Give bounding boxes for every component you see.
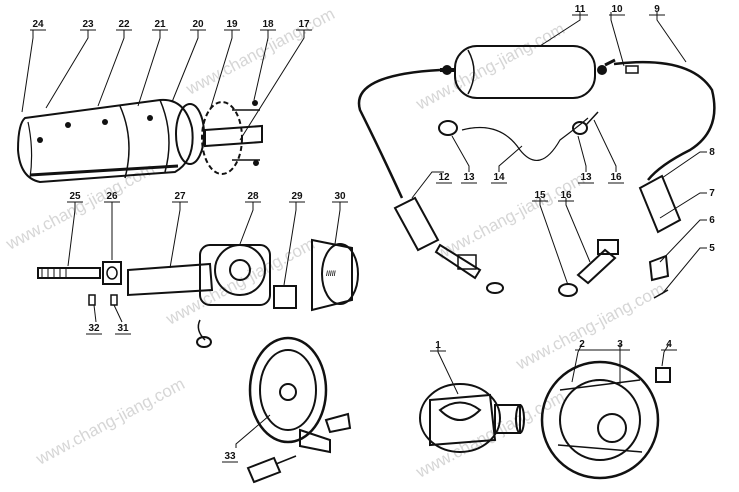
callout-21: 20 bbox=[192, 19, 204, 30]
watermark-text: www.chang-jiang.com bbox=[412, 19, 568, 114]
watermark-text: www.chang-jiang.com bbox=[32, 374, 188, 469]
callout-24: 23 bbox=[82, 19, 94, 30]
callout-3: 3 bbox=[617, 339, 623, 350]
callout-1: 1 bbox=[435, 340, 441, 351]
spark-plug-right bbox=[558, 174, 682, 299]
watermark-text: www.chang-jiang.com bbox=[182, 4, 338, 99]
callout-5: 5 bbox=[709, 243, 715, 254]
spark-plug-left bbox=[393, 196, 504, 294]
callout-27: 26 bbox=[106, 191, 118, 202]
pulley-stamp: ///// bbox=[326, 271, 336, 278]
callout-8: 8 bbox=[709, 147, 715, 158]
callout-33: 32 bbox=[88, 323, 100, 334]
callout-7: 7 bbox=[709, 188, 715, 199]
callout-9: 9 bbox=[654, 4, 660, 15]
callout-23: 22 bbox=[118, 19, 130, 30]
callout-10: 10 bbox=[611, 4, 623, 15]
alternator-rotor bbox=[419, 383, 525, 453]
watermark-text: www.chang-jiang.com bbox=[432, 169, 588, 264]
callout-12: 12 bbox=[438, 172, 450, 183]
callout-4: 4 bbox=[666, 339, 672, 350]
callout-20: 19 bbox=[226, 19, 238, 30]
callout-26: 25 bbox=[69, 191, 81, 202]
callout-labels: 24 23 22 21 20 19 18 17 25 26 27 28 29 3… bbox=[32, 4, 715, 462]
callout-15: 15 bbox=[534, 190, 546, 201]
alternator-housing bbox=[540, 360, 671, 480]
callout-17: 16 bbox=[610, 172, 622, 183]
armature-shaft bbox=[37, 261, 122, 306]
watermark-text: www.chang-jiang.com bbox=[512, 279, 668, 374]
callout-13-right: 13 bbox=[580, 172, 592, 183]
callout-34: 33 bbox=[224, 451, 236, 462]
wire-terminals bbox=[438, 111, 599, 136]
callout-16: 16 bbox=[560, 190, 572, 201]
callout-6: 6 bbox=[709, 215, 715, 226]
generator-assembly: ///// bbox=[127, 238, 359, 348]
watermark-text: www.chang-jiang.com bbox=[162, 234, 318, 329]
callout-underlines bbox=[30, 14, 677, 463]
callout-32: 31 bbox=[117, 323, 129, 334]
callout-19: 18 bbox=[262, 19, 274, 30]
callout-29: 28 bbox=[247, 191, 259, 202]
ignition-coil-assembly bbox=[357, 45, 716, 199]
callout-30: 29 bbox=[291, 191, 303, 202]
horn-assembly bbox=[246, 336, 352, 484]
callout-2: 2 bbox=[579, 339, 585, 350]
callout-31: 30 bbox=[334, 191, 346, 202]
starter-motor-assembly bbox=[16, 98, 263, 184]
callout-14: 14 bbox=[493, 172, 505, 183]
callout-13-left: 13 bbox=[463, 172, 475, 183]
callout-11: 11 bbox=[575, 4, 586, 15]
callout-18: 17 bbox=[298, 19, 310, 30]
callout-25: 24 bbox=[32, 19, 44, 30]
callout-28: 27 bbox=[174, 191, 186, 202]
leader-lines bbox=[21, 12, 707, 448]
callout-22: 21 bbox=[154, 19, 166, 30]
